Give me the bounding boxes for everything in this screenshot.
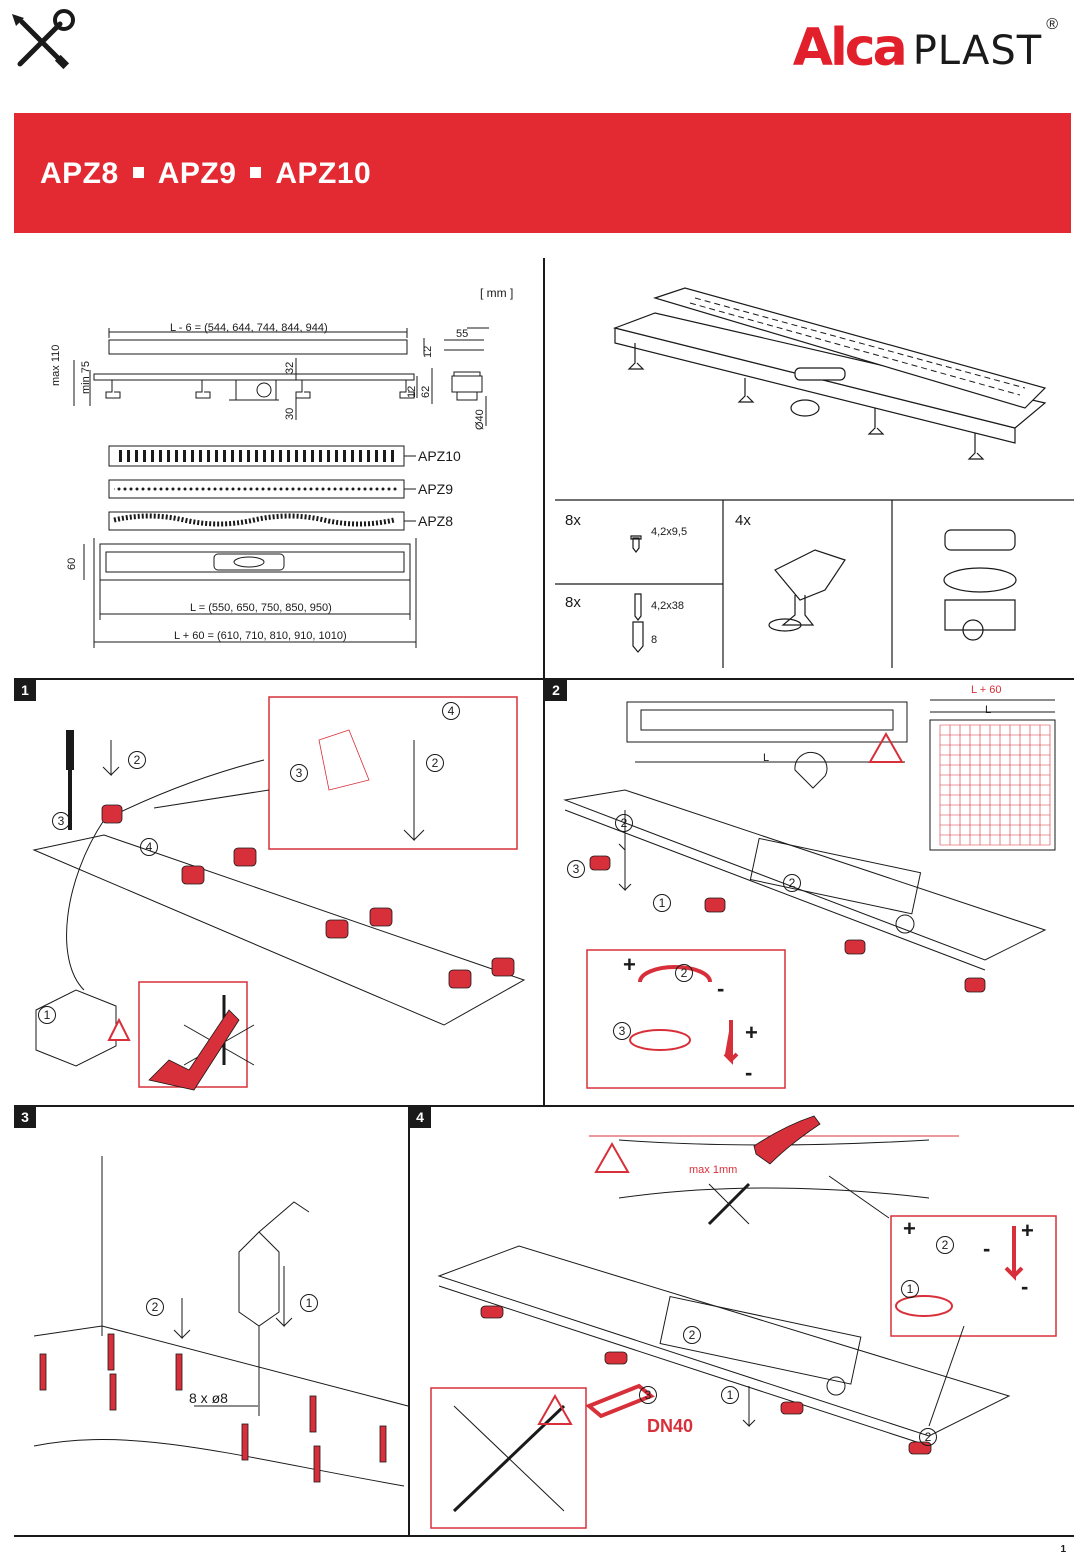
- model-apz9: APZ9: [157, 157, 237, 190]
- grate-apz8-label: APZ8: [418, 513, 454, 529]
- dim-62-label: 62: [420, 385, 432, 398]
- step4-max-1mm: max 1mm: [689, 1164, 738, 1176]
- small-screw-size: 4,2x9,5: [651, 526, 688, 538]
- logo-registered: ®: [1046, 16, 1058, 33]
- step1-detail-marker-4: 4: [442, 702, 460, 720]
- step4-minus-height: -: [1021, 1274, 1029, 1299]
- step4-plus-height: +: [1021, 1218, 1034, 1243]
- step2-grid-l: L: [985, 704, 992, 716]
- dimension-drawing: [ mm ] L - 6 = (544, 644, 744, 844, 944)…: [14, 258, 543, 678]
- step1-marker-3: 3: [52, 812, 70, 830]
- step-4-illustration: max 1mm DN40 2 3 1 2 2 1 + - + -: [409, 1106, 1074, 1535]
- step4-minus-rotate: -: [983, 1236, 991, 1261]
- step3-marker-2: 2: [146, 1298, 164, 1316]
- dim-60-label: 60: [66, 557, 78, 570]
- step-2-illustration: L + 60 L L 2 3 1 2 2 3 + - + -: [545, 680, 1074, 1105]
- qty-long-screw: 8x: [565, 594, 581, 611]
- grate-apz10-label: APZ10: [418, 448, 461, 464]
- min75-label: min 75: [80, 360, 92, 394]
- long-screw-size: 4,2x38: [651, 600, 685, 612]
- step2-plus-rotate: +: [623, 952, 636, 977]
- step3-drill-size: 8 x ø8: [189, 1390, 228, 1406]
- step2-channel-l: L: [763, 752, 770, 764]
- divider-vertical-top: [543, 258, 545, 678]
- tools-icon: [6, 8, 76, 78]
- step2-grid-l-plus-60: L + 60: [971, 684, 1002, 696]
- step-2-badge: 2: [545, 679, 567, 701]
- product-view: [545, 258, 1074, 498]
- dim-12a-label: 12: [422, 345, 434, 358]
- step4-dn40-label: DN40: [647, 1416, 694, 1436]
- divider-horizontal-3: [14, 1535, 1074, 1537]
- parts-table: 8x 4,2x9,5 8x 4,2x38 8 4x: [555, 499, 1074, 668]
- step2-plus-height: +: [745, 1020, 758, 1045]
- step4-marker-2b: 2: [919, 1428, 937, 1446]
- model-apz10: APZ10: [275, 157, 372, 190]
- step-1-badge: 1: [14, 679, 36, 701]
- divider-vertical-mid: [543, 678, 545, 1105]
- length-l-plus-60-label: L + 60 = (610, 710, 810, 910, 1010): [174, 630, 347, 642]
- step4-marker-3: 3: [639, 1386, 657, 1404]
- logo-alca: Alca: [792, 18, 908, 78]
- step1-detail-marker-2: 2: [426, 754, 444, 772]
- step1-marker-1: 1: [38, 1006, 56, 1024]
- logo-plast: PLAST: [912, 28, 1043, 74]
- step2-marker-2b: 2: [783, 874, 801, 892]
- divider-horizontal-2: [14, 1105, 1074, 1107]
- step-3-badge: 3: [14, 1106, 36, 1128]
- step4-detail-marker-2: 2: [936, 1236, 954, 1254]
- alcaplast-logo: Alca PLAST ®: [793, 14, 1058, 74]
- step4-detail-marker-1: 1: [901, 1280, 919, 1298]
- max110-label: max 110: [50, 344, 62, 386]
- step3-marker-1: 1: [300, 1294, 318, 1312]
- step1-detail-marker-3: 3: [290, 764, 308, 782]
- model-apz8: APZ8: [40, 157, 119, 190]
- step2-detail-marker-3: 3: [613, 1022, 631, 1040]
- step-3-illustration: 2 1 8 x ø8: [14, 1106, 409, 1535]
- dim-12b-label: 12: [406, 385, 418, 398]
- dim-32-label: 32: [284, 361, 296, 374]
- page-number: 1: [1060, 1544, 1066, 1555]
- step2-detail-marker-2: 2: [675, 964, 693, 982]
- length-l-label: L = (550, 650, 750, 850, 950): [190, 602, 332, 614]
- step1-marker-2: 2: [128, 751, 146, 769]
- model-banner: APZ8 APZ9 APZ10: [14, 113, 1071, 233]
- qty-feet: 4x: [735, 512, 751, 529]
- step1-marker-4: 4: [140, 838, 158, 856]
- dim-40-label: Ø40: [474, 409, 486, 430]
- grate-apz9-label: APZ9: [418, 481, 454, 497]
- step-4-badge: 4: [409, 1106, 431, 1128]
- step2-minus-rotate: -: [717, 976, 725, 1001]
- length-minus-6-label: L - 6 = (544, 644, 744, 844, 944): [170, 322, 328, 334]
- step2-marker-3a: 3: [567, 860, 585, 878]
- step4-marker-1: 1: [721, 1386, 739, 1404]
- dim-30-label: 30: [284, 407, 296, 420]
- step4-marker-2: 2: [683, 1326, 701, 1344]
- unit-label: [ mm ]: [480, 286, 514, 300]
- qty-small-screw: 8x: [565, 512, 581, 529]
- model-list: APZ8 APZ9 APZ10: [40, 157, 371, 191]
- plug-size: 8: [651, 634, 658, 646]
- step2-marker-2a: 2: [615, 814, 633, 832]
- step2-minus-height: -: [745, 1060, 753, 1085]
- dim-55-label: 55: [456, 328, 469, 340]
- divider-vertical-bottom: [408, 1105, 410, 1535]
- step-1-illustration: 2 3 4 1 3 2 4: [14, 680, 543, 1105]
- step2-marker-1: 1: [653, 894, 671, 912]
- step4-plus-rotate: +: [903, 1216, 916, 1241]
